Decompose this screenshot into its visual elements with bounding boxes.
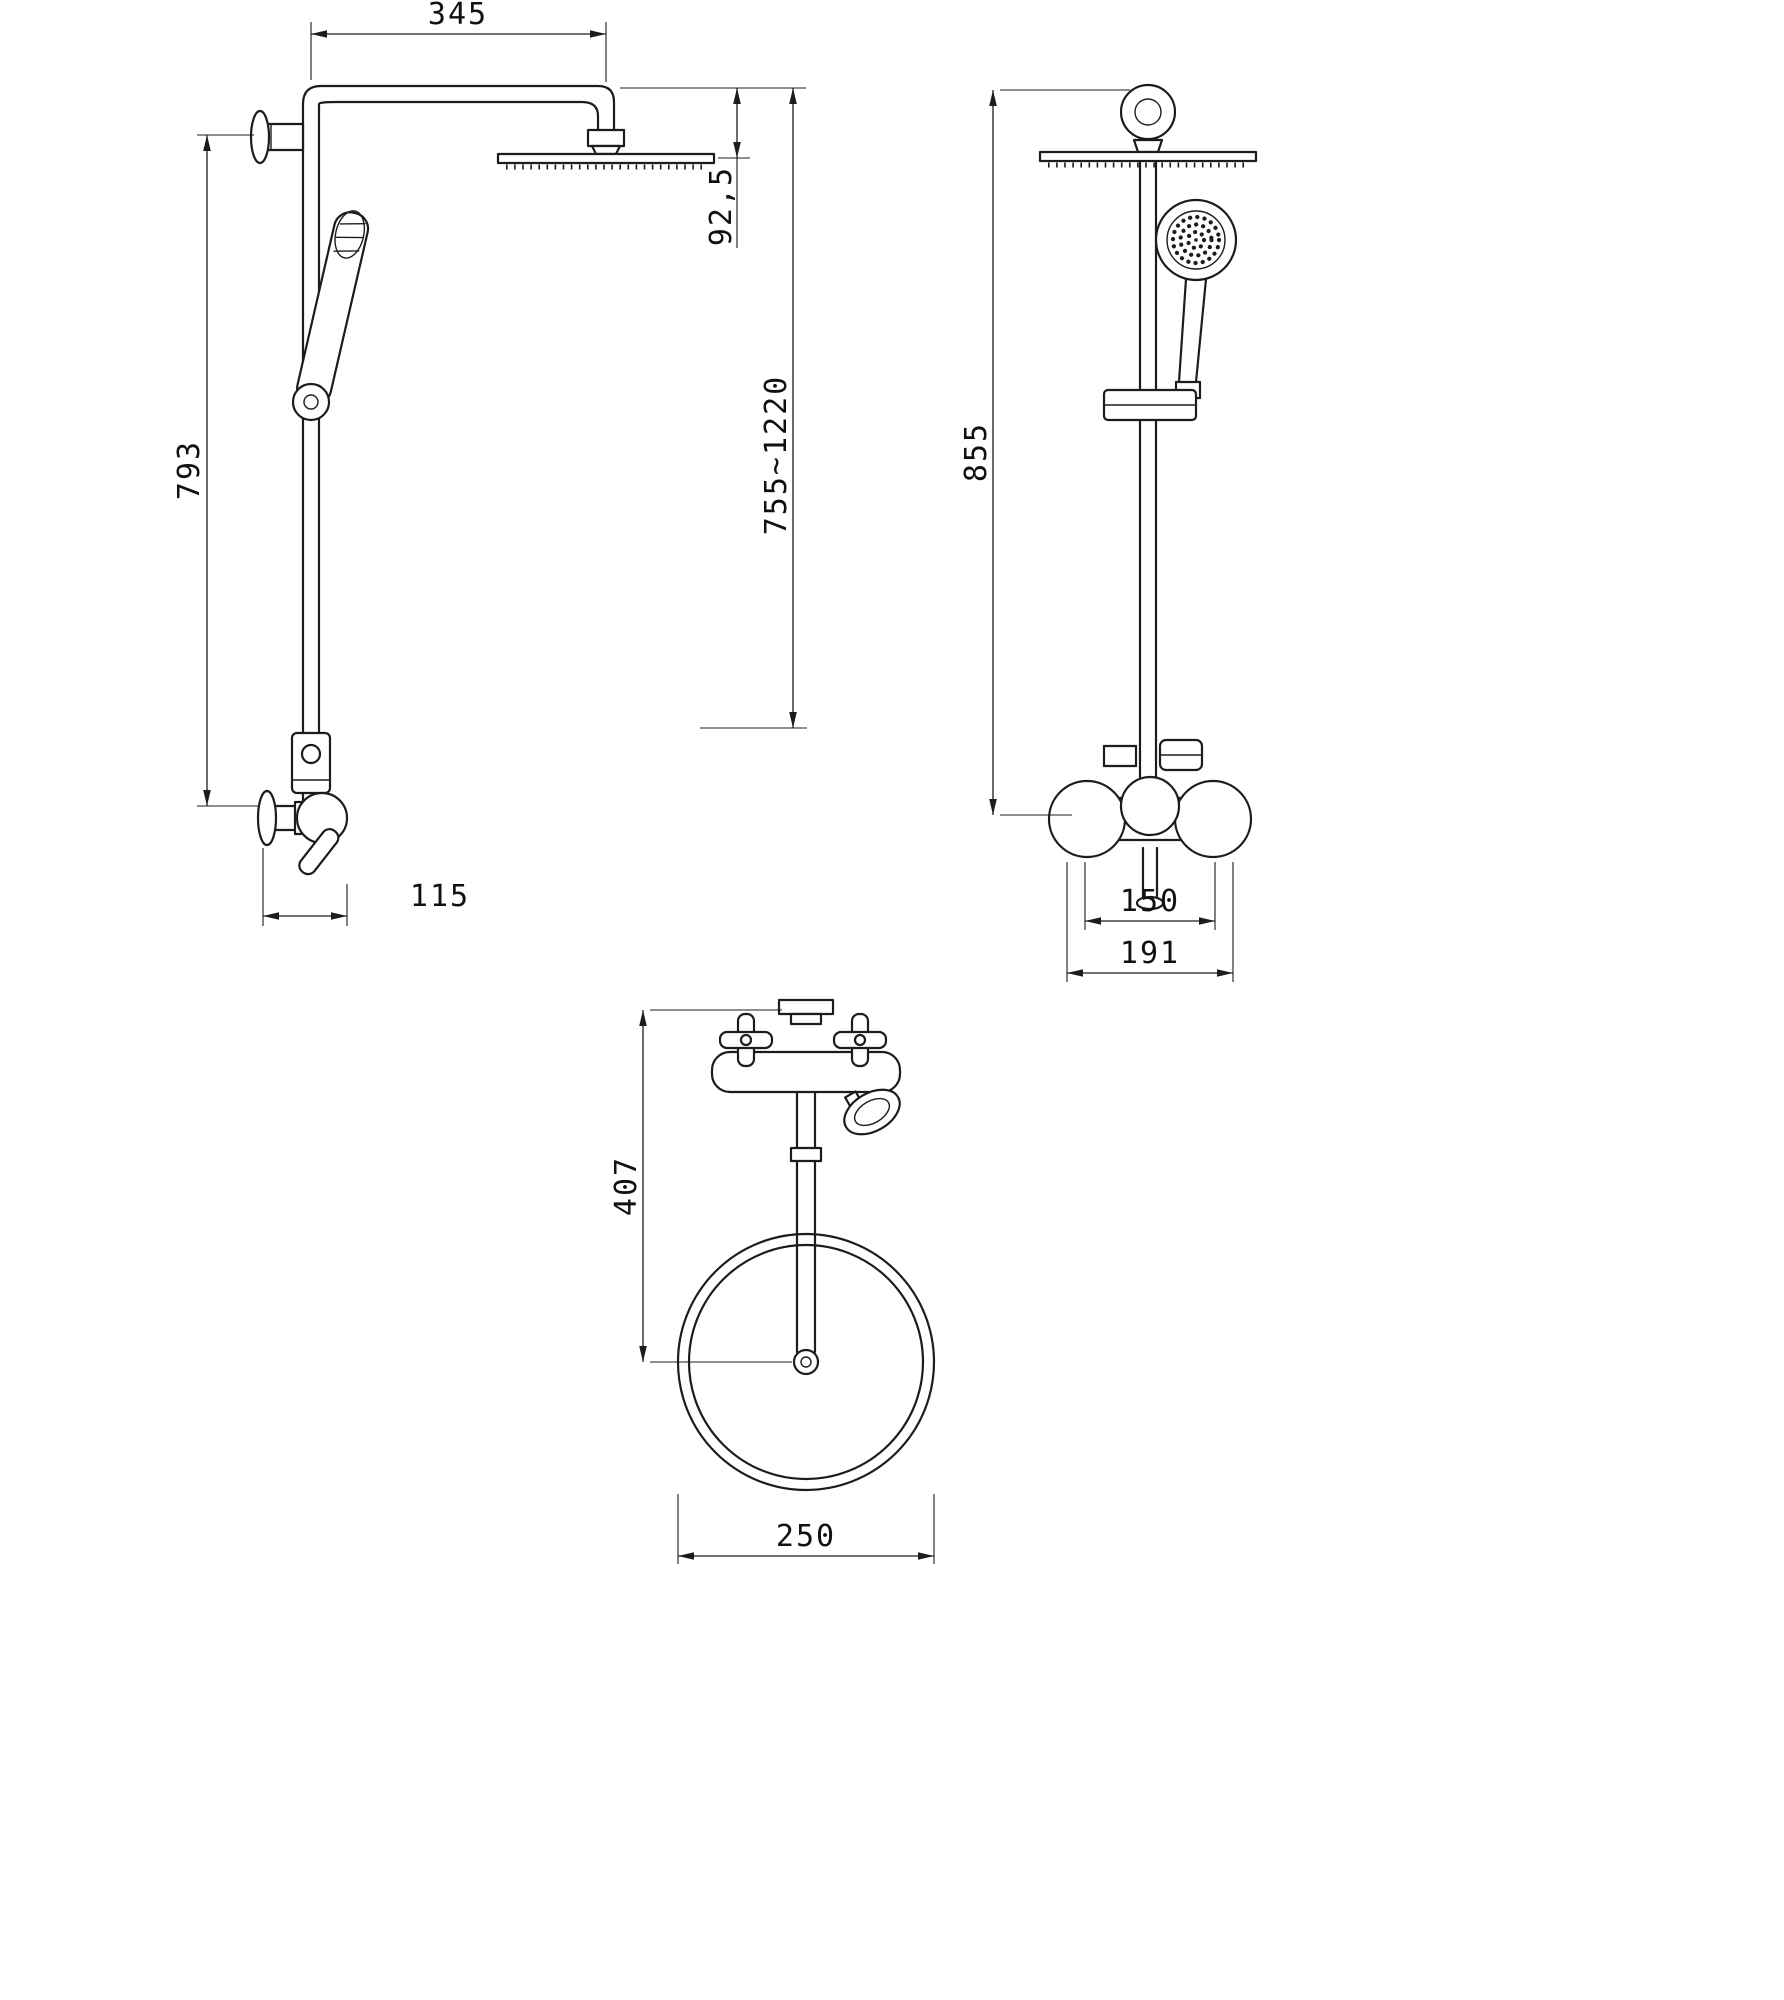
dimension-bar-height: 793 (172, 134, 258, 807)
top-view: 407 250 (609, 998, 936, 1564)
slider-holder (291, 382, 331, 422)
dim-arm-reach-label: 407 (609, 1156, 644, 1216)
rain-head-side (496, 152, 716, 170)
left-valve-handle (718, 1012, 774, 1068)
dim-valve-centers-label: 150 (1120, 884, 1180, 919)
top-ring (1119, 83, 1177, 141)
dimension-body-width: 191 (1066, 862, 1234, 982)
dim-head-diameter-label: 250 (776, 1519, 836, 1554)
riser-pipe-and-arm (301, 84, 626, 735)
diverter-side (290, 731, 332, 808)
slider-bracket-front (1102, 388, 1198, 422)
dim-wall-offset-label: 115 (410, 879, 470, 914)
hand-shower-side (296, 210, 370, 406)
mixer-cartridge-cap (1119, 775, 1181, 837)
mixer-left-flange (1047, 779, 1127, 859)
dimension-head-drop: 92,5 (620, 87, 806, 248)
head-connector-nut (586, 128, 626, 148)
mixer-front (1047, 775, 1253, 911)
right-valve-handle (832, 1012, 888, 1068)
dimension-arm-reach: 407 (609, 1009, 792, 1363)
front-view: 855 150 191 (959, 83, 1258, 982)
shower-arm-top (789, 1090, 823, 1354)
dim-total-height-label: 855 (959, 422, 994, 482)
mixer-lever-side (298, 828, 340, 876)
mixer-top (710, 998, 902, 1136)
side-view: 345 92,5 755~1220 793 115 (172, 0, 807, 926)
dim-arm-length-label: 345 (428, 0, 488, 32)
dim-adjustable-height-label: 755~1220 (759, 375, 794, 536)
dimension-head-diameter: 250 (677, 1494, 935, 1564)
diverter-front (1102, 738, 1204, 772)
riser-pipe-front (1119, 83, 1177, 797)
rain-head-front (1038, 150, 1258, 168)
dimension-wall-offset: 115 (262, 848, 470, 926)
mixer-right-flange (1173, 779, 1253, 859)
dim-bar-height-label: 793 (172, 440, 207, 500)
dimension-adjustable-height: 755~1220 (700, 88, 807, 729)
hand-shower-cradle-top (843, 1088, 901, 1136)
dim-head-drop-label: 92,5 (704, 166, 739, 246)
dimension-valve-centers: 150 (1084, 862, 1216, 930)
dimension-arm-length: 345 (310, 0, 607, 82)
hand-shower-front (1154, 198, 1238, 400)
dimension-total-height: 855 (959, 89, 1130, 816)
wall-bracket (249, 109, 305, 165)
mixer-side (256, 789, 349, 876)
mixer-lever-front (1135, 895, 1165, 911)
dim-body-width-label: 191 (1120, 936, 1180, 971)
